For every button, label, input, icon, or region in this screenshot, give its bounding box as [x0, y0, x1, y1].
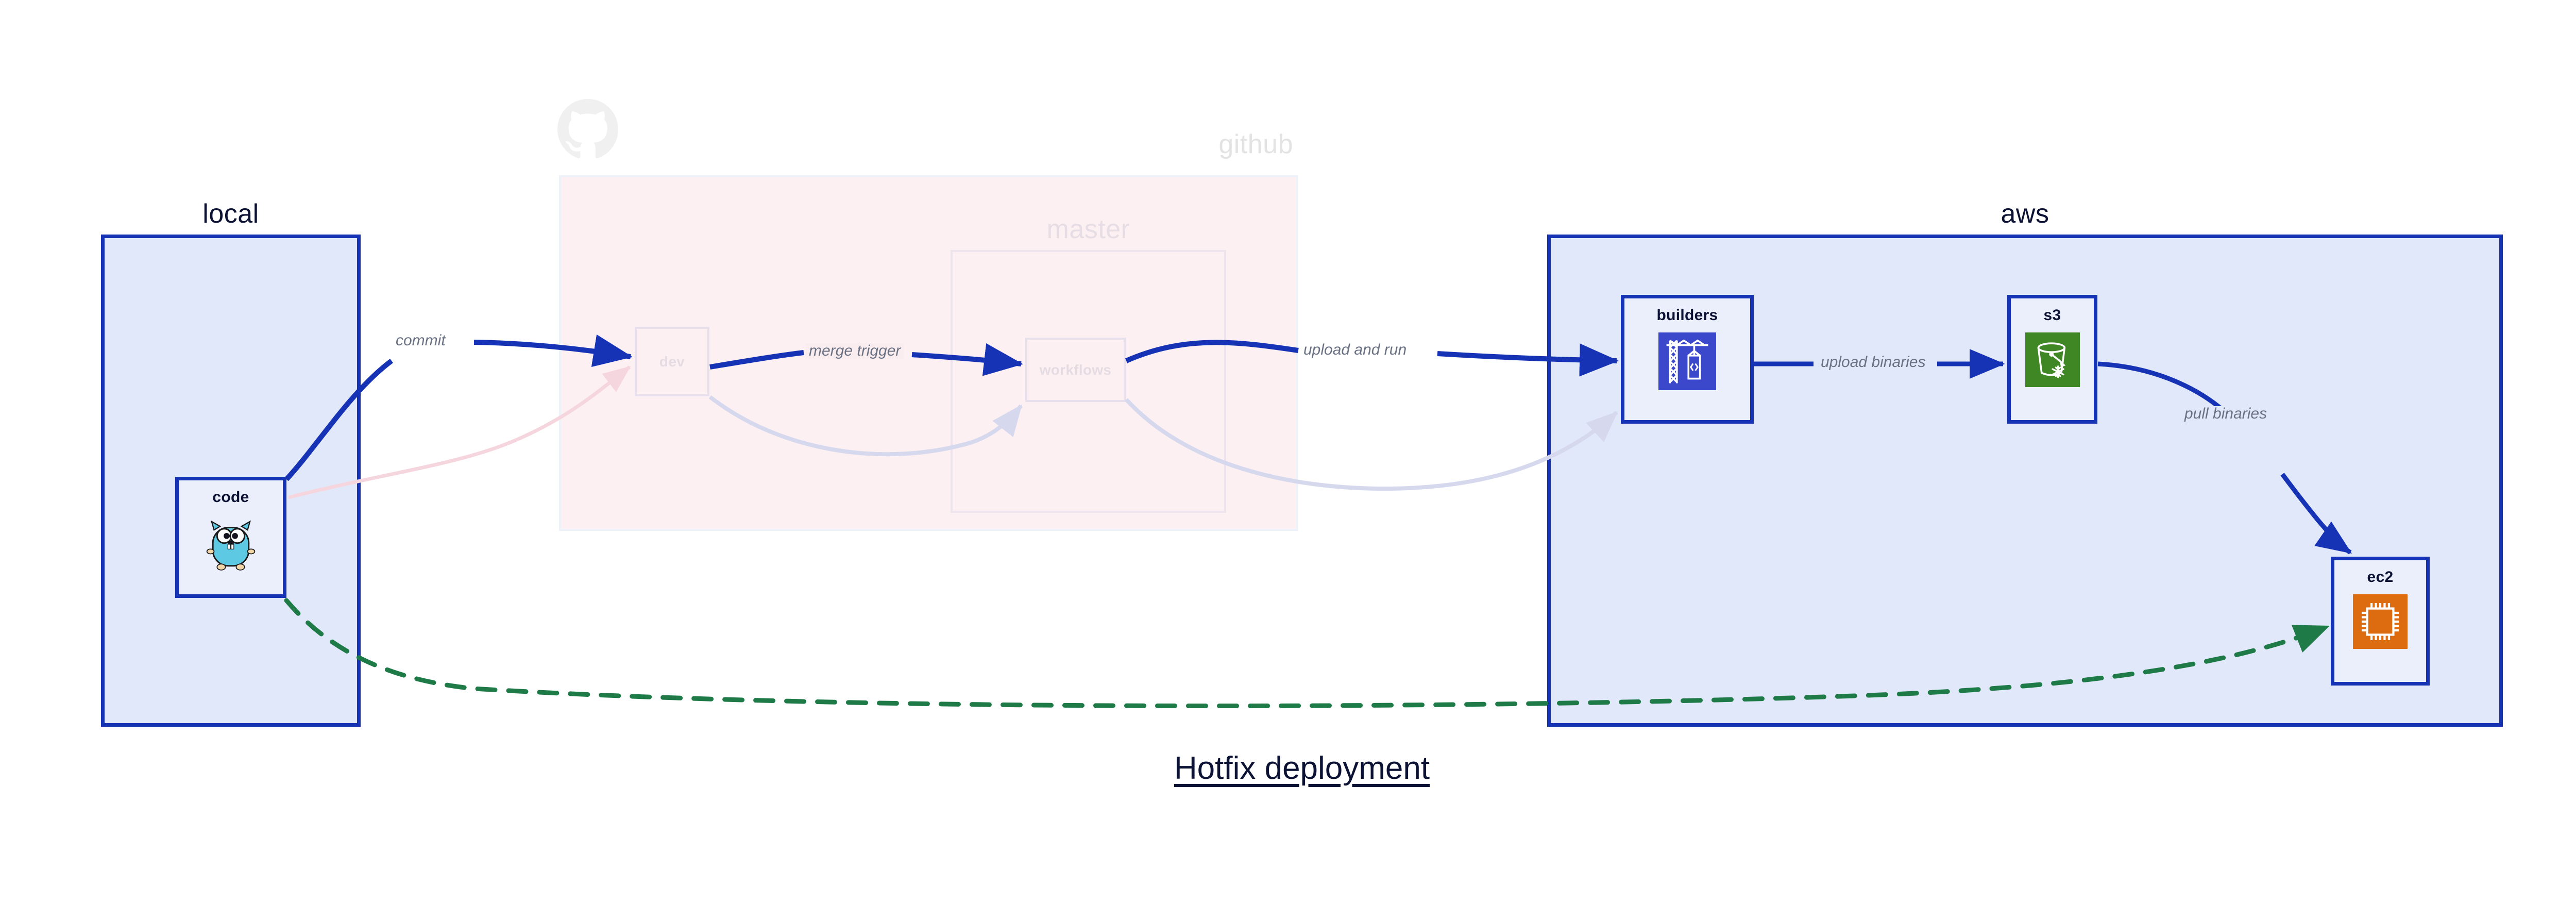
node-s3-label: s3: [2043, 307, 2061, 324]
go-gopher-icon: [206, 520, 256, 571]
diagram-title: Hotfix deployment: [1174, 750, 1430, 786]
node-dev-label: dev: [659, 353, 685, 370]
cluster-local-label: local: [202, 199, 259, 229]
node-s3[interactable]: s3: [2007, 295, 2097, 424]
cluster-github-label: github: [1218, 129, 1293, 159]
node-dev[interactable]: dev: [635, 327, 709, 396]
node-code-label: code: [212, 489, 249, 506]
node-workflows[interactable]: workflows: [1025, 338, 1126, 402]
node-builders-label: builders: [1656, 307, 1718, 324]
cluster-master-label: master: [1046, 214, 1130, 244]
aws-codebuild-icon: [1658, 332, 1716, 390]
cluster-master: [951, 250, 1226, 513]
aws-ec2-icon: [2353, 594, 2408, 649]
node-code[interactable]: code: [175, 477, 286, 598]
node-workflows-label: workflows: [1039, 361, 1112, 378]
aws-s3-glacier-icon: [2025, 332, 2080, 387]
edge-label-merge-trigger: merge trigger: [806, 343, 904, 359]
edge-label-commit: commit: [393, 333, 449, 348]
cluster-aws-label: aws: [2001, 199, 2049, 229]
edge-label-upload-binaries: upload binaries: [1818, 355, 1929, 370]
node-ec2-label: ec2: [2367, 569, 2394, 586]
edge-label-upload-and-run: upload and run: [1300, 342, 1410, 358]
github-octocat-icon: [557, 99, 618, 159]
node-ec2[interactable]: ec2: [2331, 557, 2430, 686]
edge-label-pull-binaries: pull binaries: [2181, 406, 2270, 422]
node-builders[interactable]: builders: [1621, 295, 1754, 424]
